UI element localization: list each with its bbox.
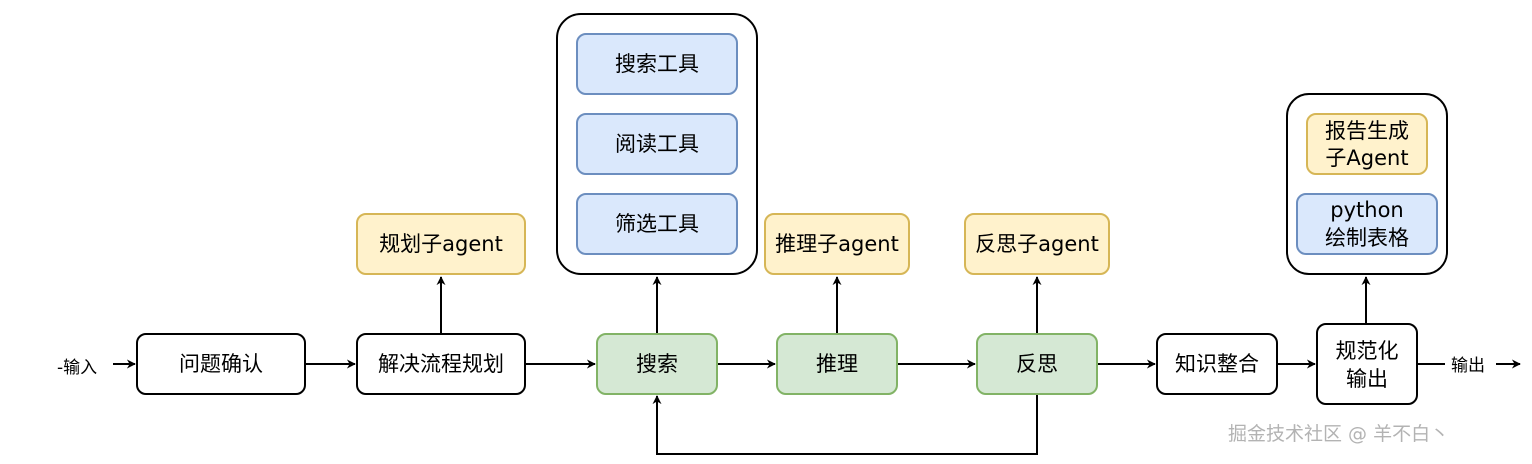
node-search-tool-label: 搜索工具 xyxy=(615,52,699,76)
node-python-chart: python 绘制表格 xyxy=(1296,193,1438,255)
node-python-chart-label-line2: 绘制表格 xyxy=(1325,226,1409,250)
node-search: 搜索 xyxy=(596,333,718,395)
node-reason-agent-label: 推理子agent xyxy=(775,232,899,256)
node-integrate-label: 知识整合 xyxy=(1175,352,1259,376)
connectors xyxy=(113,276,1521,455)
node-reflect: 反思 xyxy=(976,333,1098,395)
node-reflect-agent-label: 反思子agent xyxy=(975,232,1099,256)
node-plan: 解决流程规划 xyxy=(356,333,526,395)
node-report-agent-label-line2: 子Agent xyxy=(1325,146,1408,170)
node-report-agent: 报告生成 子Agent xyxy=(1306,113,1428,175)
node-reason-label: 推理 xyxy=(816,352,858,376)
node-confirm-label: 问题确认 xyxy=(179,352,263,376)
node-search-label: 搜索 xyxy=(636,352,678,376)
node-search-tool: 搜索工具 xyxy=(576,33,738,95)
node-plan-agent: 规划子agent xyxy=(356,213,526,275)
output-label: 输出 xyxy=(1451,356,1485,376)
node-normalize-label-line2: 输出 xyxy=(1346,367,1388,391)
node-reason: 推理 xyxy=(776,333,898,395)
node-read-tool: 阅读工具 xyxy=(576,113,738,175)
node-report-agent-label-line1: 报告生成 xyxy=(1325,119,1409,143)
node-integrate: 知识整合 xyxy=(1156,333,1278,395)
node-normalize-label-line1: 规范化 xyxy=(1336,339,1399,363)
input-label: -输入 xyxy=(57,358,97,378)
feedback-loop-reflect-to-search xyxy=(652,394,1038,455)
node-normalize: 规范化 输出 xyxy=(1316,323,1418,405)
node-read-tool-label: 阅读工具 xyxy=(615,132,699,156)
node-python-chart-label-line1: python xyxy=(1330,198,1403,222)
tools-container: 搜索工具 阅读工具 筛选工具 xyxy=(556,13,758,275)
node-plan-label: 解决流程规划 xyxy=(378,352,504,376)
node-filter-tool: 筛选工具 xyxy=(576,193,738,255)
node-reflect-agent: 反思子agent xyxy=(964,213,1110,275)
watermark: 掘金技术社区 @ 羊不白丶 xyxy=(1228,423,1449,445)
output-group-container: 报告生成 子Agent python 绘制表格 xyxy=(1286,93,1448,275)
node-reason-agent: 推理子agent xyxy=(764,213,910,275)
input-label-text: 输入 xyxy=(63,358,97,378)
node-plan-agent-label: 规划子agent xyxy=(379,232,503,256)
node-confirm: 问题确认 xyxy=(136,333,306,395)
node-reflect-label: 反思 xyxy=(1016,352,1058,376)
node-filter-tool-label: 筛选工具 xyxy=(615,212,699,236)
